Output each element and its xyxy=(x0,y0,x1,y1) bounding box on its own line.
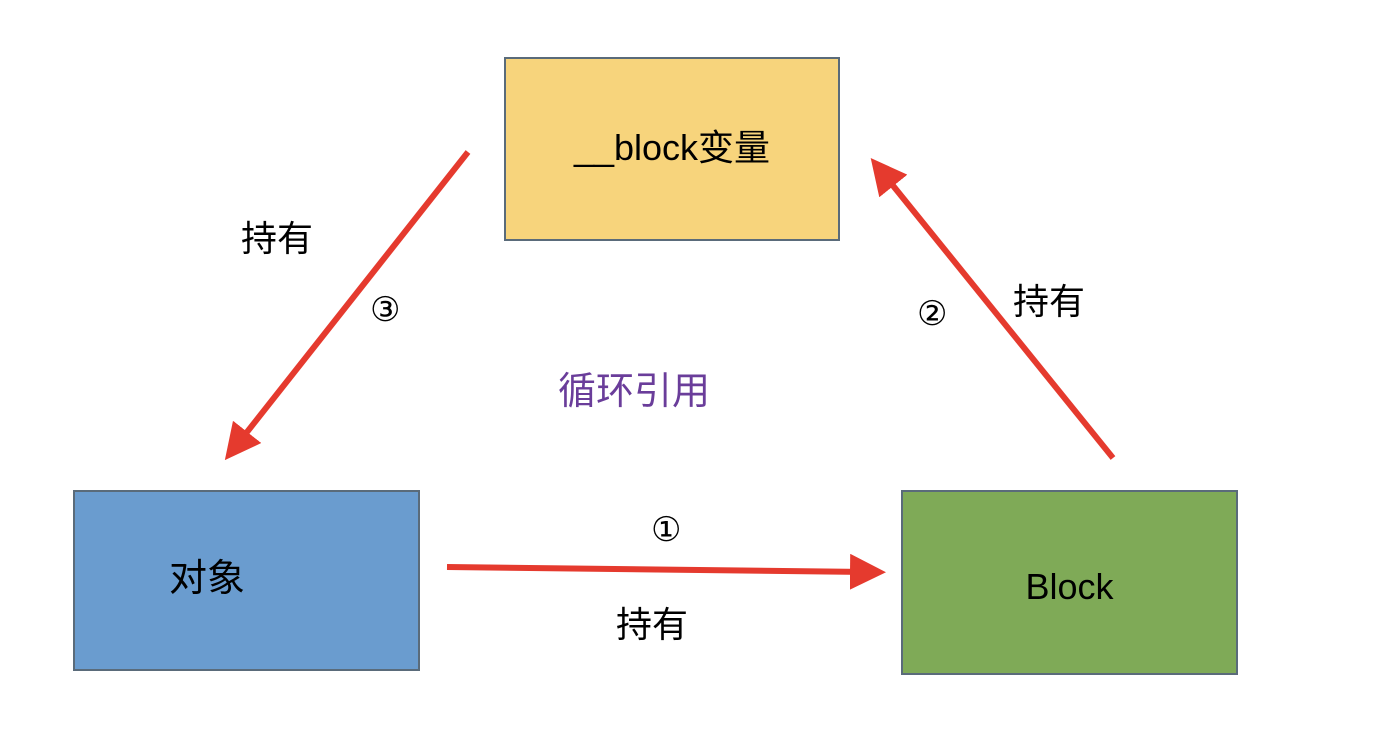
node-object: 对象 xyxy=(73,490,420,671)
edge-2-label: 持有 xyxy=(1013,282,1086,323)
node-object-label: 对象 xyxy=(169,556,246,600)
diagram-title: 循环引用 xyxy=(558,369,711,413)
node-block-label: Block xyxy=(1025,565,1114,607)
node-block: Block xyxy=(901,490,1238,675)
edge-2-arrow xyxy=(870,157,1116,460)
node-block-variable: __block变量 xyxy=(504,57,840,241)
edge-1-number: ① xyxy=(651,510,682,550)
edge-1-label: 持有 xyxy=(616,605,689,646)
edge-3-label: 持有 xyxy=(241,219,314,260)
edge-3-arrow xyxy=(224,150,471,461)
node-block-variable-label: __block变量 xyxy=(573,127,771,168)
edge-1-arrow xyxy=(446,553,886,590)
edge-3-number: ③ xyxy=(370,290,401,330)
edge-2-number: ② xyxy=(917,294,948,334)
